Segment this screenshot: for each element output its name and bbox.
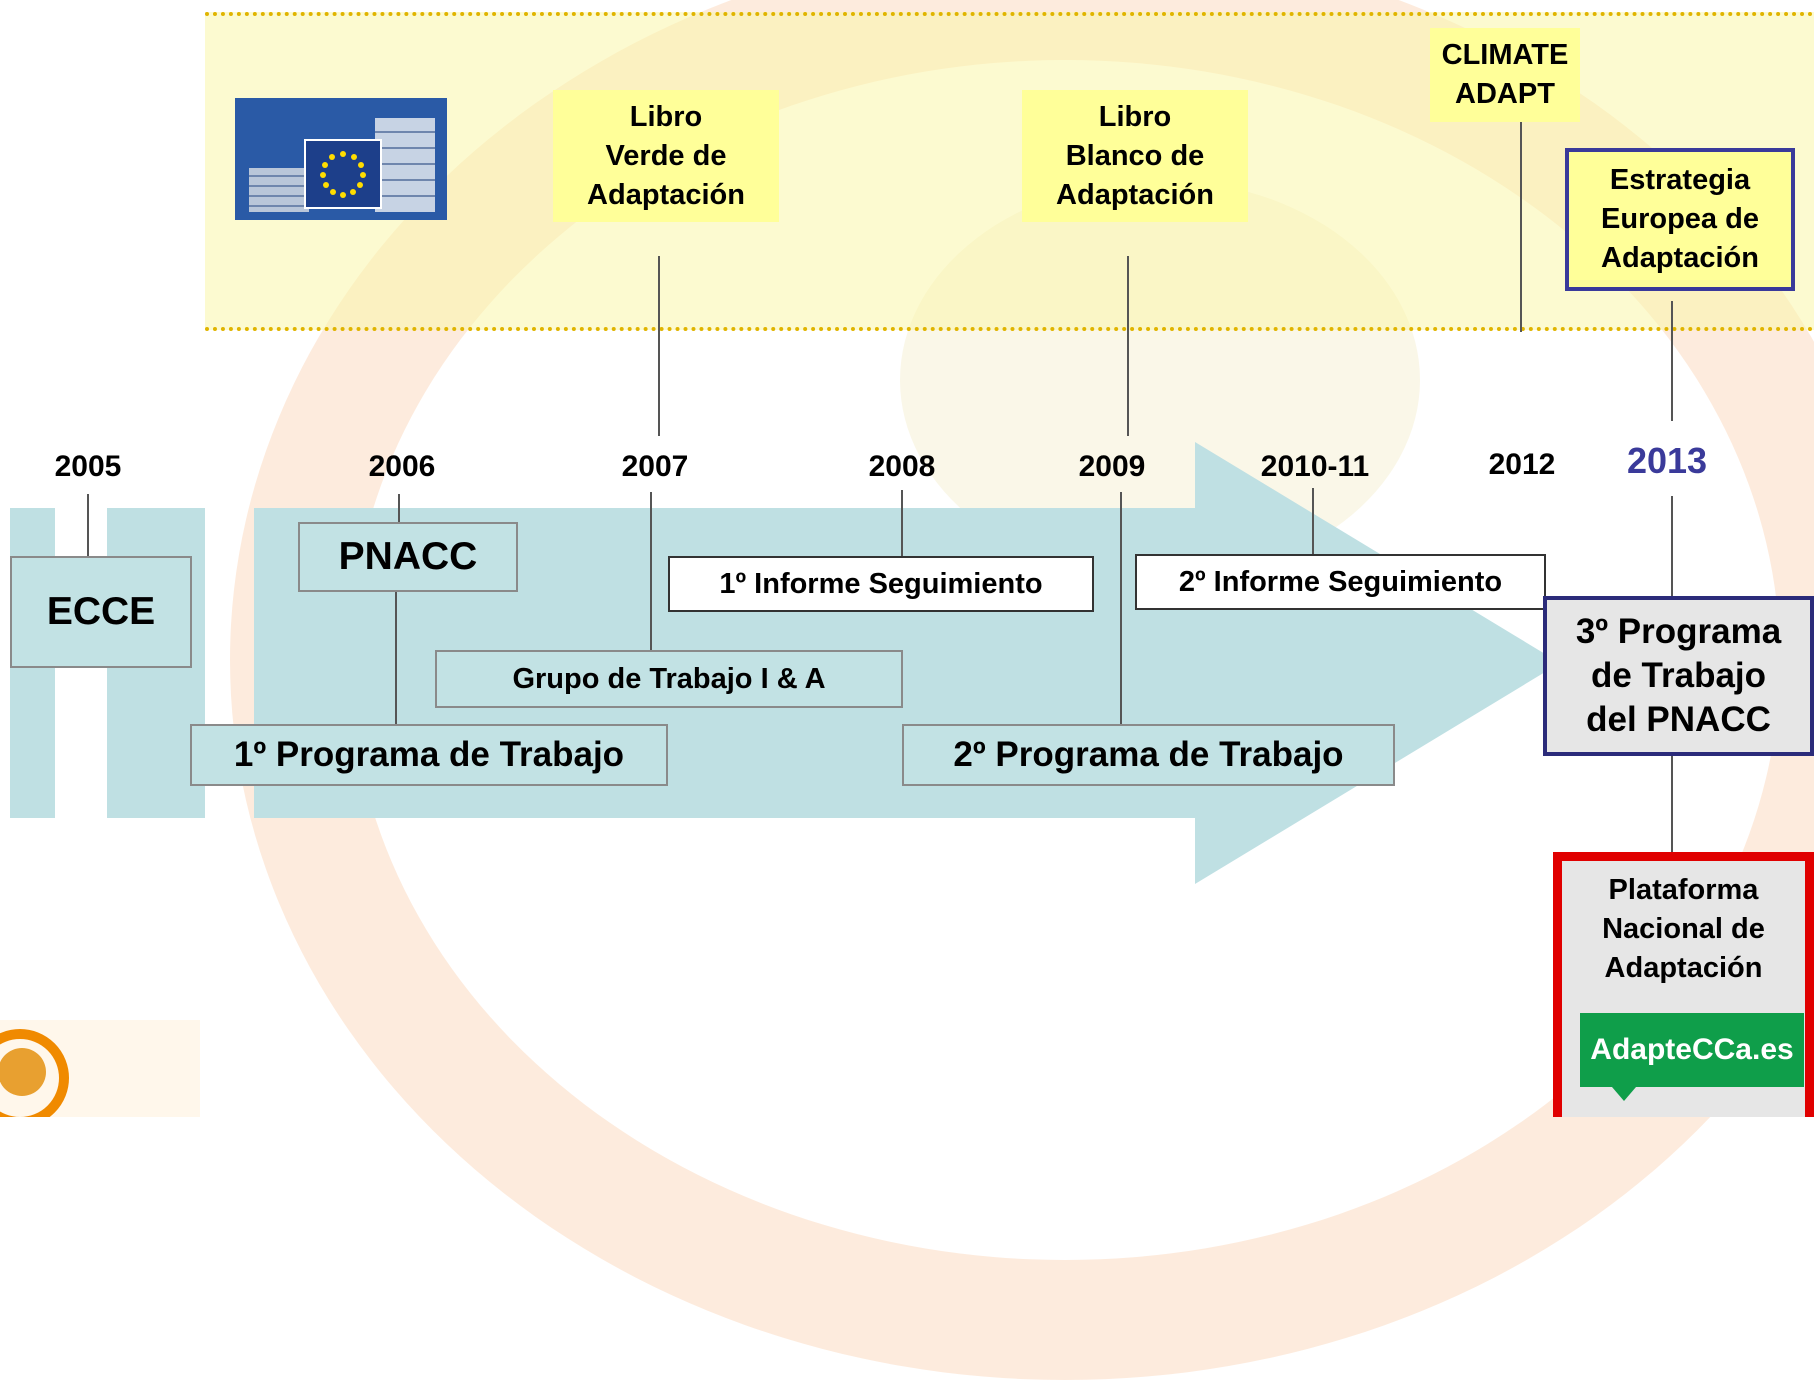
- year-2012: 2012: [1488, 448, 1556, 481]
- pnacc-label: PNACC: [338, 535, 478, 578]
- adaptecca-logo-text: AdapteCCa.es: [1590, 1033, 1794, 1066]
- programa-trabajo-2-box: 2º Programa de Trabajo: [902, 724, 1395, 786]
- programa-trabajo-1-box: 1º Programa de Trabajo: [190, 724, 668, 786]
- pnacc-connector: [395, 590, 397, 726]
- informe-seguimiento-1-label: 1º Informe Seguimiento: [719, 567, 1043, 600]
- tick-2008: [901, 490, 903, 556]
- climate-adapt-label: CLIMATE ADAPT: [1441, 39, 1569, 110]
- european-commission-building-icon: [235, 98, 447, 220]
- grupo-trabajo-label: Grupo de Trabajo I & A: [512, 662, 826, 695]
- adaptecca-logo-tail: [1612, 1087, 1636, 1101]
- ecce-label: ECCE: [46, 590, 156, 633]
- informe-seguimiento-1-box: 1º Informe Seguimiento: [668, 556, 1094, 612]
- estrategia-europea-label: Estrategia Europea de Adaptación: [1601, 164, 1759, 274]
- year-2006: 2006: [368, 450, 436, 483]
- informe-seguimiento-2-label: 2º Informe Seguimiento: [1178, 565, 1503, 598]
- adaptecca-logo: AdapteCCa.es: [1580, 1013, 1804, 1087]
- libro-verde-label: Libro Verde de Adaptación: [587, 100, 745, 211]
- tick-2006: [398, 494, 400, 522]
- tick-2010-11: [1312, 488, 1314, 554]
- libro-blanco-label: Libro Blanco de Adaptación: [1056, 100, 1214, 211]
- programa-trabajo-2-label: 2º Programa de Trabajo: [953, 735, 1344, 774]
- eu-band-bottom-line: [205, 327, 1814, 331]
- libro-verde-note: Libro Verde de Adaptación: [553, 90, 779, 222]
- year-2007: 2007: [621, 450, 689, 483]
- orange-circle-logo-icon: [0, 1020, 200, 1117]
- informe-seguimiento-2-box: 2º Informe Seguimiento: [1135, 554, 1546, 610]
- estrategia-connector: [1671, 301, 1673, 421]
- programa-trabajo-3-label: 3º Programa de Trabajo del PNACC: [1575, 612, 1782, 739]
- libro-verde-connector: [658, 256, 660, 436]
- libro-blanco-note: Libro Blanco de Adaptación: [1022, 90, 1248, 222]
- ecce-box: ECCE: [10, 556, 192, 668]
- pnacc-box: PNACC: [298, 522, 518, 592]
- grupo-trabajo-box: Grupo de Trabajo I & A: [435, 650, 903, 708]
- tick-2005: [87, 494, 89, 556]
- year-2010-11: 2010-11: [1260, 450, 1370, 483]
- year-2013: 2013: [1626, 440, 1708, 481]
- eu-band-top-line: [205, 12, 1814, 16]
- plataforma-nacional-box: Plataforma Nacional de Adaptación Adapte…: [1553, 852, 1814, 1117]
- year-2009: 2009: [1078, 450, 1146, 483]
- year-2005: 2005: [54, 450, 122, 483]
- libro-blanco-connector: [1127, 256, 1129, 436]
- climate-adapt-note: CLIMATE ADAPT: [1430, 28, 1580, 122]
- programa-trabajo-1-label: 1º Programa de Trabajo: [233, 735, 625, 774]
- year-2008: 2008: [868, 450, 936, 483]
- tick-2009: [1120, 492, 1122, 724]
- plataforma-nacional-label: Plataforma Nacional de Adaptación: [1602, 874, 1765, 984]
- programa-trabajo-3-box: 3º Programa de Trabajo del PNACC: [1543, 596, 1814, 756]
- climate-adapt-connector: [1520, 122, 1522, 332]
- tick-2007: [650, 492, 652, 650]
- plataforma-connector: [1671, 756, 1673, 852]
- estrategia-europea-note: Estrategia Europea de Adaptación: [1565, 148, 1795, 291]
- tick-2013: [1671, 496, 1673, 596]
